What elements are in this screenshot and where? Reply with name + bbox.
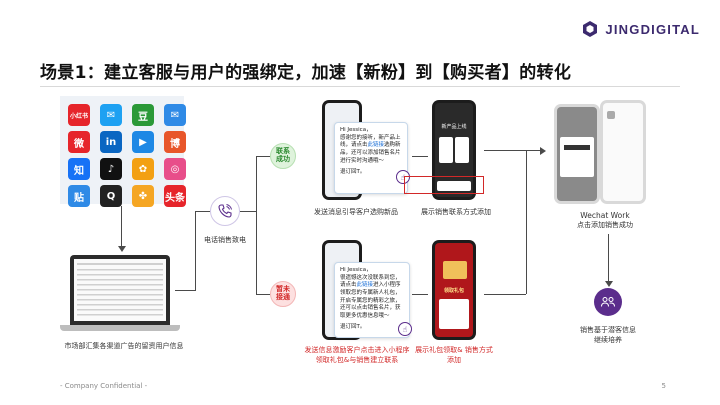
linkedin-icon: in (100, 131, 122, 153)
laptop-crm (60, 255, 180, 331)
arrow-failed-right (484, 294, 526, 295)
arrow-failed-1 (412, 294, 428, 295)
arrow-success-1 (412, 156, 428, 157)
page-title: 场景1：建立客服与用户的强绑定，加速【新粉】到【购买者】的转化 (40, 63, 572, 83)
sales-contact-strip[interactable] (437, 181, 471, 191)
arrow-grid-to-laptop (121, 206, 122, 248)
camera-icon: ◎ (164, 158, 186, 180)
gift-image (443, 261, 467, 279)
chat-body: 感谢您的接听，新产品上线，请点击 (340, 134, 401, 149)
wecom-phone-back (600, 100, 646, 204)
connector-vertical (195, 211, 196, 291)
chat-greeting-2: Hi Jessica， (340, 267, 372, 273)
status-not-connected: 暂未 接通 (270, 281, 296, 307)
jingdigital-logo-icon (581, 20, 599, 38)
arrow-wecom-to-nurture (608, 234, 609, 282)
failed-card-caption: 展示礼包领取& 销售方式添加 (415, 346, 493, 364)
youku-icon: ▶ (132, 131, 154, 153)
brand-logo: JINGDIGITAL (581, 20, 700, 38)
chat-footer-2: 退订回T。 (340, 323, 366, 330)
success-msg-caption: 发送消息引导客户选购新品 (314, 208, 398, 216)
users-icon (601, 297, 615, 307)
nurture-node (594, 288, 622, 316)
wecom-caption-1: Wechat Work (580, 211, 630, 220)
laptop-caption: 市场部汇集各渠道广告的留资用户信息 (64, 342, 184, 350)
phone-call-node (210, 196, 240, 226)
connector-laptop-right (175, 290, 195, 291)
product-card-a (439, 137, 453, 163)
dialog-button[interactable] (564, 145, 590, 150)
screen-title-new-product: 新产品上线 (441, 124, 467, 130)
phone-icon (218, 204, 232, 218)
tap-hand-icon-2: ☝ (398, 322, 412, 336)
arrow-head-down-2 (605, 281, 613, 287)
toutiao-icon: 头条 (164, 185, 186, 207)
douban-icon: 豆 (132, 104, 154, 126)
branch-vertical (256, 156, 257, 294)
arrow-failed-up (526, 150, 527, 294)
arrow-success-to-wecom (484, 150, 542, 151)
weibo-icon: 博 (164, 131, 186, 153)
photo-icon: ✿ (132, 158, 154, 180)
chat-body-4: 进入小程序领取您的专属新人礼包，开启专属您的精彩之旅，还可以点击销售名片，获取更… (340, 282, 401, 320)
weibo-alt-icon: 微 (68, 131, 90, 153)
product-phone-success: 新产品上线 (432, 100, 476, 200)
highlight-contact-box (404, 176, 484, 194)
screen-title-gift: 领取礼包 (443, 288, 464, 294)
chat-greeting: Hi Jessica， (340, 127, 372, 133)
confidential-footer: - Company Confidential - (60, 382, 148, 390)
chat-footer: 退订回T。 (340, 169, 366, 176)
branch-bottom (256, 294, 270, 295)
page-number: 5 (661, 382, 666, 390)
connector-to-call (195, 211, 210, 212)
branch-top (256, 156, 270, 157)
chat-body-3: 很遗憾这次没联系到您，请点击 (340, 274, 401, 289)
email-icon: ✉ (164, 104, 186, 126)
status-contact-success: 联系 成功 (270, 143, 296, 169)
sms-message-failed: Hi Jessica， 很遗憾这次没联系到您，请点击此链接进入小程序领取您的专属… (334, 262, 410, 338)
zhihu-icon: 知 (68, 158, 90, 180)
nurture-caption-2: 继续培养 (594, 336, 622, 344)
chat-body-2: 选购新品，还可以添加销售名片进行实时沟通哦～ (340, 142, 401, 164)
gift-phone-failed: 领取礼包 (432, 240, 476, 340)
success-card-caption: 展示销售联系方式添加 (421, 208, 491, 216)
sms-message-success: Hi Jessica， 感谢您的接听，新产品上线，请点击此链接选购新品，还可以添… (334, 122, 408, 194)
arrow-head-right (540, 147, 546, 155)
product-card-b (455, 137, 469, 163)
tieba-icon: 贴 (68, 185, 90, 207)
arrow-head-down (118, 246, 126, 252)
gift-card[interactable] (439, 299, 469, 329)
wecom-caption-2: 点击添加销售成功 (577, 221, 633, 229)
chat-link[interactable]: 此链接 (367, 142, 385, 149)
nurture-caption-1: 销售基于潜客信息 (580, 326, 636, 334)
ctrip-icon: ✤ (132, 185, 154, 207)
add-contact-dialog[interactable] (560, 137, 594, 177)
qq-icon: Q (100, 185, 122, 207)
crm-table-screen (74, 259, 166, 321)
branch-stem (240, 211, 256, 212)
title-divider (40, 86, 680, 87)
brand-name: JINGDIGITAL (605, 21, 700, 37)
call-caption: 电话销售致电 (204, 236, 246, 244)
mail-icon: ✉ (100, 104, 122, 126)
failed-msg-caption: 发送信息激励客户点击进入小程序领取礼包&与销售建立联系 (304, 346, 410, 364)
xiaohongshu-icon: 小红书 (68, 104, 90, 126)
wecom-profile-avatar (607, 111, 615, 119)
wecom-phone-front (554, 104, 600, 204)
chat-link-2[interactable]: 此链接 (356, 282, 374, 289)
douyin-icon: ♪ (100, 158, 122, 180)
tap-hand-icon: ☝ (396, 170, 410, 184)
